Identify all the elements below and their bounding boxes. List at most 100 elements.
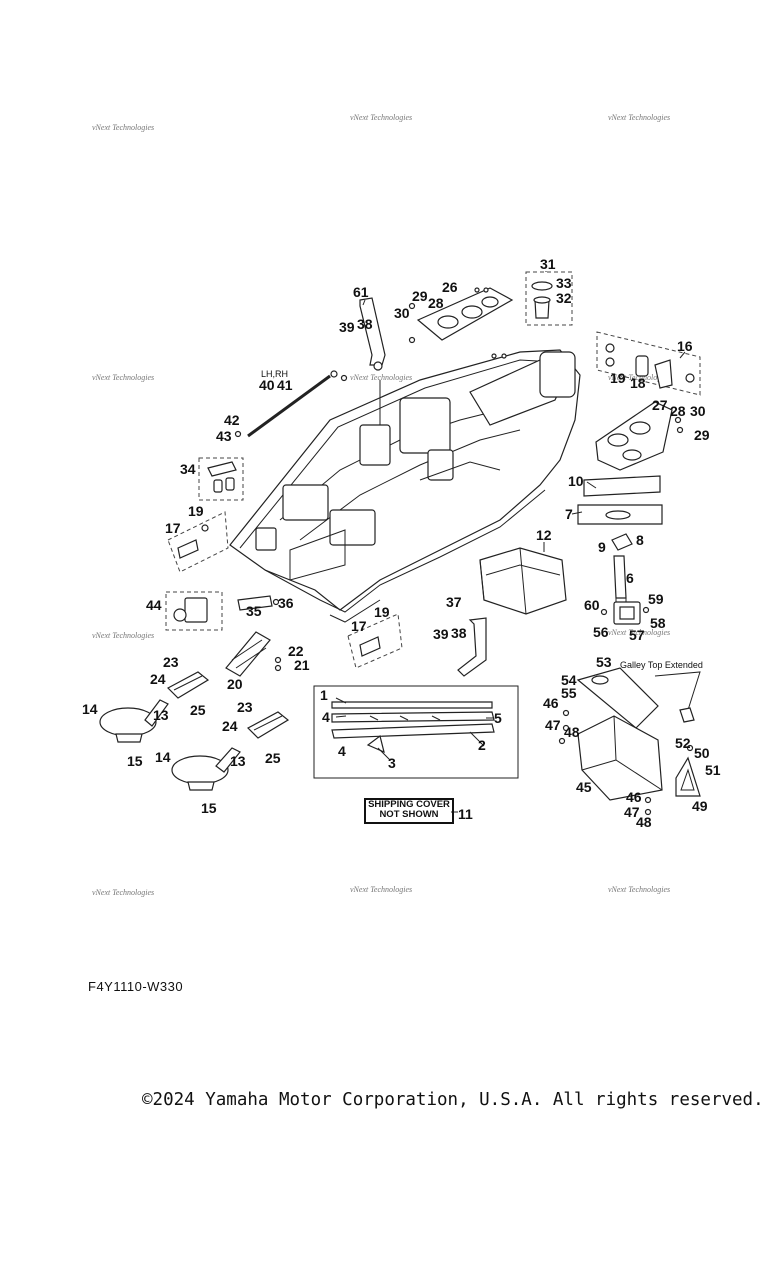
callout: 14 xyxy=(155,749,171,765)
callout: 42 xyxy=(224,412,240,428)
callout: 13 xyxy=(153,707,169,723)
callout: 21 xyxy=(294,657,310,673)
part-37-handle xyxy=(457,617,487,677)
callout: 38 xyxy=(357,316,373,332)
watermark: vNext Technologies xyxy=(350,885,412,894)
callout: 39 xyxy=(433,626,449,642)
callout: 39 xyxy=(339,319,355,335)
watermark: vNext Technologies xyxy=(92,373,154,382)
callout: 31 xyxy=(540,256,556,272)
callout: 2 xyxy=(478,737,486,753)
callout: 9 xyxy=(598,539,606,555)
part-17-19-latch-right xyxy=(347,613,403,669)
callout: 35 xyxy=(246,603,262,619)
callout: 22 xyxy=(288,643,304,659)
callout: 46 xyxy=(543,695,559,711)
callout: 46 xyxy=(626,789,642,805)
callout: 17 xyxy=(351,618,367,634)
drawing-code: F4Y1110-W330 xyxy=(88,979,184,994)
callout: 55 xyxy=(561,685,577,701)
part-26-tray xyxy=(416,287,514,359)
part-20-ladder-bracket xyxy=(225,631,282,677)
callout: 19 xyxy=(188,503,204,519)
callout: 16 xyxy=(677,338,693,354)
callout: 7 xyxy=(565,506,573,522)
callout: 47 xyxy=(545,717,561,733)
callout: 48 xyxy=(636,814,652,830)
callout: 34 xyxy=(180,461,196,477)
callout: 3 xyxy=(388,755,396,771)
callout: 27 xyxy=(652,397,668,413)
shipping-cover-note: SHIPPING COVER NOT SHOWN xyxy=(364,798,454,824)
watermark: vNext Technologies xyxy=(608,373,670,382)
callout: 12 xyxy=(536,527,552,543)
boat-hull-drawing xyxy=(229,349,581,623)
part-49-bracket xyxy=(675,756,701,797)
callout: 11 xyxy=(458,806,473,822)
part-23-step-right xyxy=(247,711,290,739)
callout: 25 xyxy=(265,750,281,766)
part-6-8-9-post xyxy=(611,533,633,617)
part-14-seat-right xyxy=(171,747,241,791)
callout: 15 xyxy=(201,800,217,816)
callout: 29 xyxy=(694,427,710,443)
part-40-41-rod xyxy=(234,370,348,438)
callout: 5 xyxy=(494,710,502,726)
watermark: vNext Technologies xyxy=(608,113,670,122)
hardware-dots xyxy=(408,302,694,816)
callout: 49 xyxy=(692,798,708,814)
callout-numbers: 1 2 3 4 4 5 6 7 8 9 10 11 12 13 13 14 14… xyxy=(82,256,721,830)
part-14-seat-left xyxy=(99,699,169,743)
callout: 54 xyxy=(561,672,577,688)
callout: 4 xyxy=(338,743,346,759)
callout: 6 xyxy=(626,570,634,586)
callout: 4 xyxy=(322,709,330,725)
parts-1-5-strip-box xyxy=(313,685,519,779)
lh-rh-label: LH,RH xyxy=(261,369,288,379)
callout: 61 xyxy=(353,284,369,300)
watermark: vNext Technologies xyxy=(608,628,670,637)
watermark: vNext Technologies xyxy=(350,113,412,122)
callout: 1 xyxy=(320,687,328,703)
shipping-cover-line1: SHIPPING COVER xyxy=(368,799,450,810)
part-61-handle xyxy=(359,297,386,371)
callout: 20 xyxy=(227,676,243,692)
callout: 28 xyxy=(670,403,686,419)
part-44-plate xyxy=(165,591,223,631)
callout: 32 xyxy=(556,290,572,306)
callout: 41 xyxy=(277,377,293,393)
watermark: vNext Technologies xyxy=(92,123,154,132)
part-53-galley-top xyxy=(576,667,701,729)
watermark: vNext Technologies xyxy=(608,885,670,894)
part-17-19-latch-left xyxy=(167,511,229,573)
callout: 30 xyxy=(394,305,410,321)
callout: 53 xyxy=(596,654,612,670)
callout: 28 xyxy=(428,295,444,311)
callout: 48 xyxy=(564,724,580,740)
callout: 43 xyxy=(216,428,232,444)
watermarks: vNext Technologies vNext Technologies vN… xyxy=(92,113,670,897)
callout: 33 xyxy=(556,275,572,291)
callout: 47 xyxy=(624,804,640,820)
part-23-step-left xyxy=(167,671,210,699)
callout: 24 xyxy=(222,718,238,734)
callout: 14 xyxy=(82,701,98,717)
callout: 29 xyxy=(412,288,428,304)
part-56-58-latch xyxy=(613,601,641,625)
part-12-cooler xyxy=(479,547,567,615)
callout: 19 xyxy=(374,604,390,620)
callout: 17 xyxy=(165,520,181,536)
callout: 45 xyxy=(576,779,592,795)
callout: 8 xyxy=(636,532,644,548)
part-45-galley-box xyxy=(577,715,663,801)
callout: 44 xyxy=(146,597,162,613)
callout: 37 xyxy=(446,594,462,610)
callout: 50 xyxy=(694,745,710,761)
callout: 25 xyxy=(190,702,206,718)
callout: 57 xyxy=(629,627,645,643)
part-27-tray xyxy=(595,401,684,471)
callout: 56 xyxy=(593,624,609,640)
part-31-cupholder xyxy=(525,271,573,326)
watermark: vNext Technologies xyxy=(350,373,412,382)
